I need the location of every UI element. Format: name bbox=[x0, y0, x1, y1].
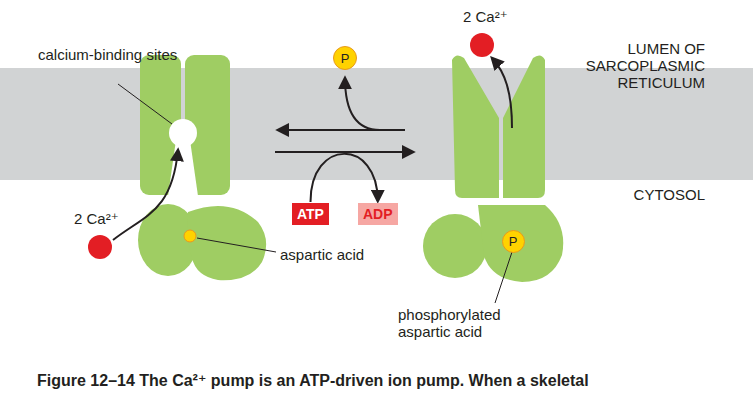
node-text: ATP bbox=[297, 206, 324, 222]
calcium-ion bbox=[88, 235, 112, 259]
adp-box: ADP bbox=[358, 203, 398, 225]
part-label: phosphorylated aspartic acid bbox=[398, 306, 548, 340]
calcium-ion bbox=[470, 33, 494, 57]
node-text: P bbox=[341, 51, 350, 66]
reaction-arrow bbox=[310, 154, 377, 202]
atp-box: ATP bbox=[292, 203, 329, 225]
node-text: P bbox=[509, 234, 518, 249]
aspartic-dot bbox=[184, 230, 196, 242]
phosphate-circle: P bbox=[333, 46, 357, 70]
region-label: CYTOSOL bbox=[634, 186, 705, 203]
node-text: ADP bbox=[363, 206, 393, 222]
part-label: calcium-binding sites bbox=[38, 46, 178, 63]
ion-label: 2 Ca²⁺ bbox=[463, 8, 508, 25]
phosphate-circle: P bbox=[502, 230, 525, 253]
figure-caption: Figure 12–14 The Ca²⁺ pump is an ATP-dri… bbox=[37, 372, 589, 389]
ion-label: 2 Ca²⁺ bbox=[74, 210, 119, 227]
part-label: aspartic acid bbox=[280, 246, 364, 263]
region-label: LUMEN OF SARCOPLASMIC RETICULUM bbox=[535, 40, 705, 91]
right-pump bbox=[423, 55, 563, 282]
